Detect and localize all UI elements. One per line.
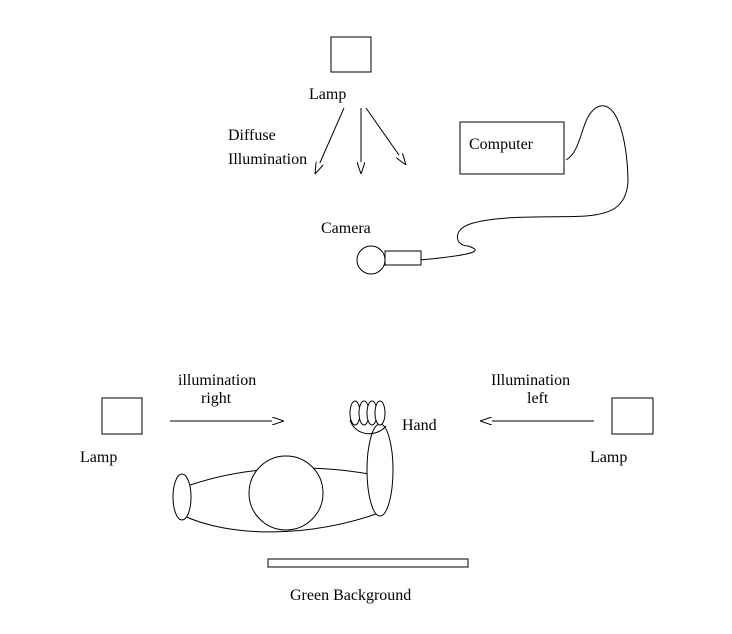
head xyxy=(248,455,324,531)
right-lamp-box xyxy=(611,397,654,435)
diffuse-label: Diffuse xyxy=(228,127,276,144)
camera-cable xyxy=(419,105,629,261)
camera-lens xyxy=(356,245,386,275)
camera-body xyxy=(384,250,422,266)
green-background-label: Green Background xyxy=(290,587,411,604)
illumination-left-line1: Illumination xyxy=(491,372,570,389)
finger xyxy=(374,400,386,426)
bottom-setup: Lamp illumination right Lamp Illuminatio… xyxy=(80,372,654,604)
diffuse-arrow-right xyxy=(365,107,406,165)
forearm xyxy=(366,423,394,517)
illumination-left-line2: left xyxy=(527,390,549,407)
camera-label: Camera xyxy=(321,220,371,237)
illumination-right-line2: right xyxy=(201,390,232,407)
computer-label: Computer xyxy=(469,136,534,153)
left-lamp-box xyxy=(101,397,143,435)
fingers xyxy=(349,400,386,426)
shoulder-line-bottom xyxy=(181,511,383,533)
top-lamp-label: Lamp xyxy=(309,86,346,103)
top-lamp-box xyxy=(330,36,372,73)
top-setup: Lamp Diffuse Illumination Computer Camer… xyxy=(228,36,629,275)
hand-label: Hand xyxy=(402,417,437,434)
left-shoulder xyxy=(172,473,192,521)
hand-palm xyxy=(349,419,387,435)
diffuse-arrow-left xyxy=(315,107,345,174)
computer-box xyxy=(459,121,565,175)
illumination-label: Illumination xyxy=(228,151,307,168)
person-figure xyxy=(172,400,394,533)
illumination-right-line1: illumination xyxy=(178,372,256,389)
green-background-bar xyxy=(267,558,469,568)
left-lamp-label: Lamp xyxy=(80,449,117,466)
right-lamp-label: Lamp xyxy=(590,449,627,466)
